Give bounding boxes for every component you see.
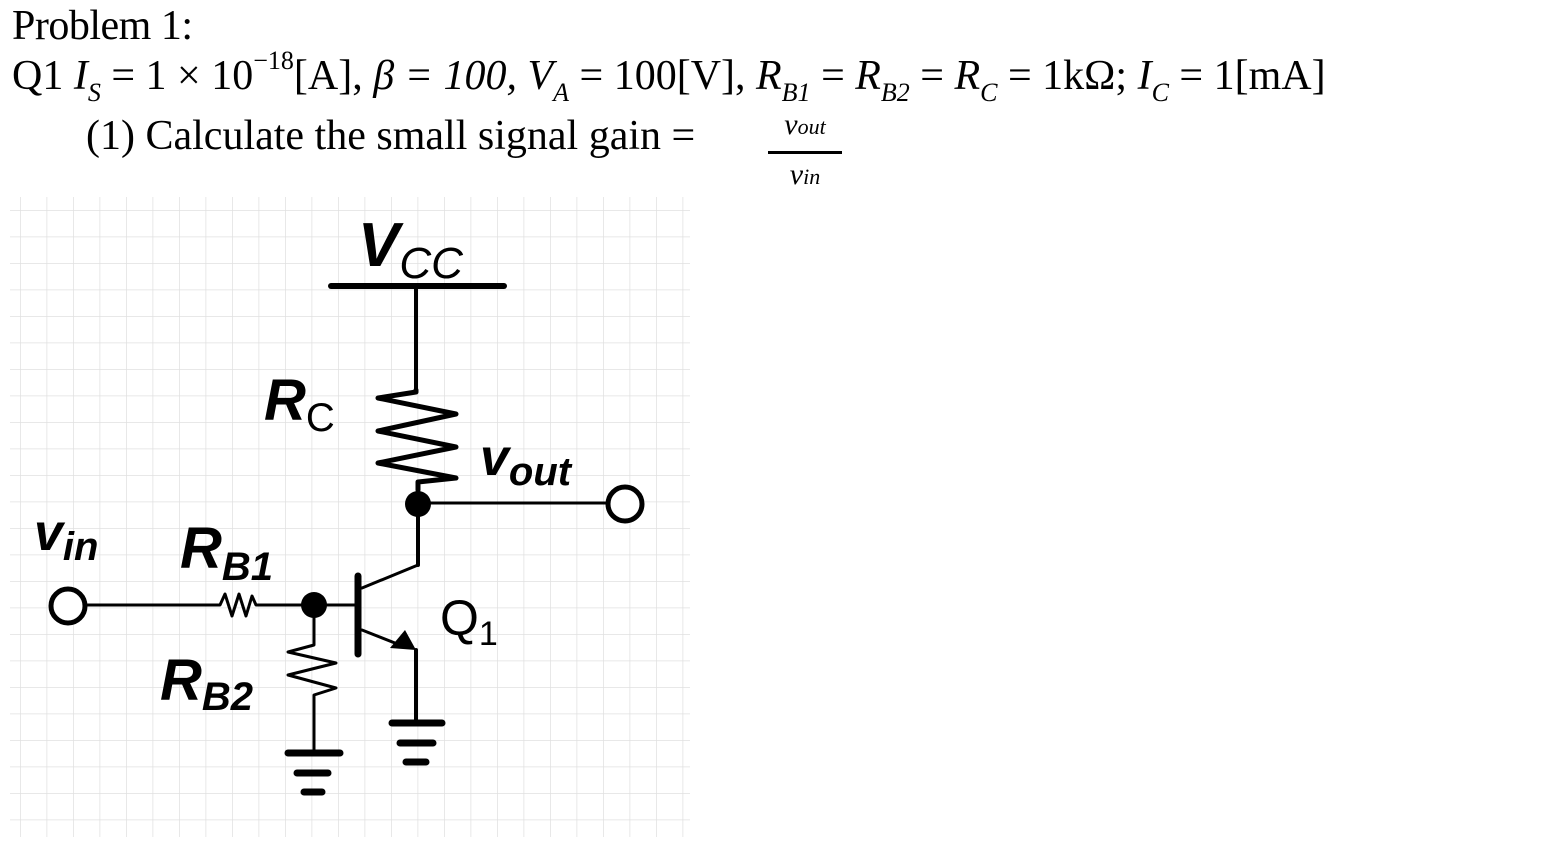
- va-subscript: A: [553, 78, 570, 107]
- emitter-arrow: [390, 630, 416, 650]
- is-unit: [A],: [293, 53, 374, 99]
- vcc-label: VCC: [358, 211, 464, 288]
- vcc-label-sub: CC: [399, 239, 464, 288]
- circuit-schematic: VCC RC vout vin RB1 RB2 Q1: [10, 197, 690, 837]
- va-value: = 100[V],: [569, 53, 757, 99]
- fraction-denominator: vin: [766, 158, 844, 192]
- vout-label-main: v: [480, 429, 512, 487]
- rb2-subscript: B2: [880, 78, 910, 107]
- ic-value: = 1[mA]: [1168, 53, 1326, 99]
- rc-label: RC: [264, 368, 335, 440]
- rb2-label: RB2: [160, 648, 253, 719]
- rb1-label: RB1: [180, 516, 273, 589]
- equals-sign: =: [810, 53, 856, 99]
- is-exponent: −18: [253, 46, 294, 75]
- fraction-numerator: vout: [766, 108, 844, 142]
- vin-terminal[interactable]: [48, 586, 88, 626]
- rb2-label-main: R: [160, 648, 202, 713]
- va-symbol: V: [527, 53, 554, 99]
- numerator-subscript: out: [797, 114, 826, 139]
- vout-label: vout: [480, 429, 573, 494]
- vcc-label-main: V: [358, 211, 404, 280]
- rb1-label-sub: B1: [222, 545, 273, 589]
- rb2-label-sub: B2: [202, 675, 253, 719]
- rc-label-main: R: [264, 368, 306, 433]
- rc-label-sub: C: [306, 396, 335, 440]
- rc-resistor: [375, 387, 459, 493]
- task-statement: (1) Calculate the small signal gain =: [86, 113, 696, 159]
- rb1-symbol: R: [756, 53, 782, 99]
- beta-value: β = 100,: [373, 53, 528, 99]
- rc-value: = 1kΩ;: [997, 53, 1138, 99]
- rb1-subscript: B1: [781, 78, 811, 107]
- collector-lead: [360, 563, 420, 590]
- q1-label-sub: 1: [479, 615, 498, 653]
- problem-title: Problem 1:: [12, 3, 193, 49]
- fraction-bar: [768, 151, 842, 154]
- rb2-symbol: R: [855, 53, 881, 99]
- vout-terminal[interactable]: [605, 484, 645, 524]
- denominator-subscript: in: [803, 164, 821, 189]
- vin-label-main: v: [34, 504, 66, 562]
- vin-label-sub: in: [63, 525, 99, 569]
- rb2-resistor: [286, 603, 338, 754]
- rb1-label-main: R: [180, 516, 222, 581]
- denominator-symbol: v: [789, 158, 804, 191]
- ic-symbol: I: [1137, 53, 1152, 99]
- rc-subscript: C: [980, 78, 998, 107]
- equals-sign: =: [909, 53, 955, 99]
- transistor-name: Q1: [12, 53, 74, 99]
- rb1-resistor: [198, 592, 360, 618]
- is-symbol: I: [73, 53, 88, 99]
- given-parameters: Q1 IS = 1 × 10−18[A], β = 100, VA = 100[…: [12, 48, 1326, 106]
- q1-label: Q1: [440, 590, 498, 653]
- grid-background: [10, 197, 690, 837]
- base-node: [301, 592, 327, 618]
- vout-label-sub: out: [509, 450, 573, 494]
- is-value: = 1 × 10: [100, 53, 254, 99]
- vout-node: [405, 491, 431, 517]
- numerator-symbol: v: [784, 108, 798, 141]
- ic-subscript: C: [1151, 78, 1169, 107]
- is-subscript: S: [87, 78, 101, 107]
- q1-label-main: Q: [440, 590, 479, 646]
- rc-symbol: R: [954, 53, 981, 99]
- vin-label: vin: [34, 504, 98, 569]
